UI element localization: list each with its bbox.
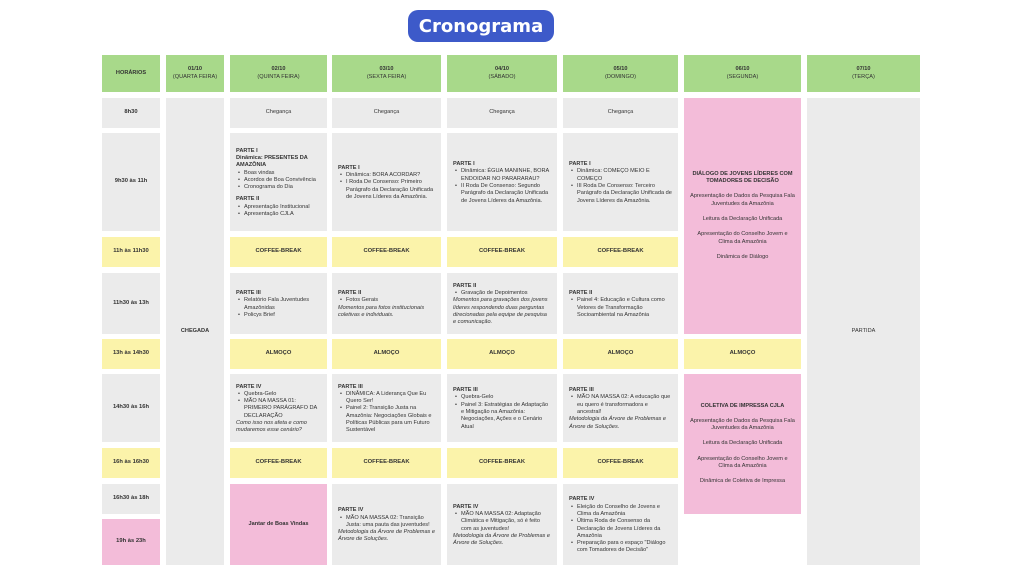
jantar-cell: Jantar de Boas Vindas xyxy=(230,484,327,565)
evening-0510: PARTE IV Eleição do Conselho de Jovens e… xyxy=(563,484,678,565)
time-slot: 9h30 às 11h xyxy=(102,133,160,231)
coffee-break: COFFEE-BREAK xyxy=(447,237,557,267)
evening-0610-blank xyxy=(684,519,801,565)
time-slot: 14h30 às 16h xyxy=(102,374,160,442)
dialogo-block: DIÁLOGO DE JOVENS LÍDERES COM TOMADORES … xyxy=(684,98,801,334)
coffee-break: COFFEE-BREAK xyxy=(332,448,441,478)
time-slot: 11h30 às 13h xyxy=(102,273,160,334)
time-slot: 16h30 às 18h xyxy=(102,484,160,514)
late-morning-0310: PARTE II Fotos Gerais Momentos para foto… xyxy=(332,273,441,334)
chegada-0310: Chegança xyxy=(332,98,441,128)
morning-0310: PARTE I Dinâmica: BORA ACORDAR? I Roda D… xyxy=(332,133,441,231)
coletiva-block: COLETIVA DE IMPRESSA CJLA Apresentação d… xyxy=(684,374,801,514)
coffee-break: COFFEE-BREAK xyxy=(332,237,441,267)
header-0410: 04/10(SÁBADO) xyxy=(447,55,557,92)
almoco: ALMOÇO xyxy=(563,339,678,369)
coffee-break: COFFEE-BREAK xyxy=(563,448,678,478)
header-0710: 07/10(TERÇA) xyxy=(807,55,920,92)
afternoon-0510: PARTE III MÃO NA MASSA 02: A educação qu… xyxy=(563,374,678,442)
header-0110: 01/10(QUARTA FEIRA) xyxy=(166,55,224,92)
chegada-0410: Chegança xyxy=(447,98,557,128)
afternoon-0210: PARTE IV Quebra-Gelo MÃO NA MASSA 01: PR… xyxy=(230,374,327,442)
page-title: Cronograma xyxy=(408,10,554,42)
morning-0210: PARTE I Dinâmica: PRESENTES DA AMAZÔNIA … xyxy=(230,133,327,231)
morning-0410: PARTE I Dinâmica: ÉGUA MANINHE, BORA END… xyxy=(447,133,557,231)
chegada-0510: Chegança xyxy=(563,98,678,128)
time-slot: 19h às 23h xyxy=(102,519,160,565)
afternoon-0310: PARTE III DINÂMICA: A Liderança Que Eu Q… xyxy=(332,374,441,442)
time-slot: 11h às 11h30 xyxy=(102,237,160,267)
coffee-break: COFFEE-BREAK xyxy=(447,448,557,478)
header-0210: 02/10(QUINTA FEIRA) xyxy=(230,55,327,92)
coffee-break: COFFEE-BREAK xyxy=(230,237,327,267)
almoco: ALMOÇO xyxy=(684,339,801,369)
chegada-0210: Chegança xyxy=(230,98,327,128)
late-morning-0210: PARTE III Relatório Fala Juventudes Amaz… xyxy=(230,273,327,334)
almoco: ALMOÇO xyxy=(230,339,327,369)
time-slot: 13h às 14h30 xyxy=(102,339,160,369)
late-morning-0410: PARTE II Gravação de Depoimentos Momento… xyxy=(447,273,557,334)
evening-0310: PARTE IV MÃO NA MASSA 02: Transição Just… xyxy=(332,484,441,565)
time-slot: 16h às 16h30 xyxy=(102,448,160,478)
coffee-break: COFFEE-BREAK xyxy=(230,448,327,478)
almoco: ALMOÇO xyxy=(447,339,557,369)
header-0510: 05/10(DOMINGO) xyxy=(563,55,678,92)
chegada-cell: CHEGADA xyxy=(166,98,224,565)
header-0310: 03/10(SEXTA FEIRA) xyxy=(332,55,441,92)
header-0610: 06/10(SEGUNDA) xyxy=(684,55,801,92)
morning-0510: PARTE I Dinâmica: COMEÇO MEIO E COMEÇO I… xyxy=(563,133,678,231)
almoco: ALMOÇO xyxy=(332,339,441,369)
evening-0410: PARTE IV MÃO NA MASSA 02: Adaptação Clim… xyxy=(447,484,557,565)
header-horarios: HORÁRIOS xyxy=(102,55,160,92)
afternoon-0410: PARTE III Quebra-Gelo Painel 3: Estratég… xyxy=(447,374,557,442)
late-morning-0510: PARTE II Painel 4: Educação e Cultura co… xyxy=(563,273,678,334)
partida-cell: PARTIDA xyxy=(807,98,920,565)
coffee-break: COFFEE-BREAK xyxy=(563,237,678,267)
time-slot: 8h30 xyxy=(102,98,160,128)
